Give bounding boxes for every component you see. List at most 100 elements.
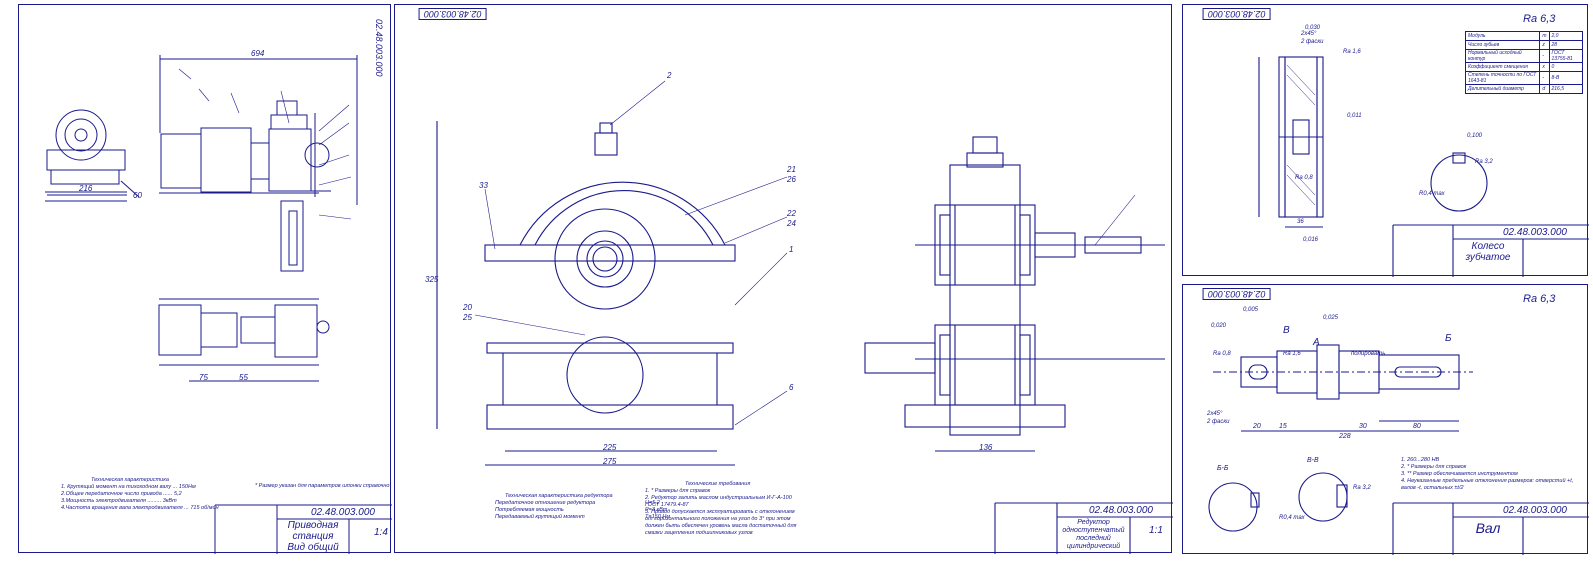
tolerance-0-025: 0,025 [1323,315,1339,321]
param-val: 8-В [1548,71,1583,85]
title-block-title: Приводная станция [287,520,339,542]
param-row: Степень точности по ГОСТ 1643-81-8-В [1464,71,1583,85]
section-title-bb: Б-Б [1217,465,1229,472]
section-title-vv: В-В [1307,457,1319,464]
dim-55: 55 [239,373,248,382]
callout-20: 20 [463,303,472,312]
req-heading: Технические требования [685,481,751,487]
general-view-drawing [45,55,392,554]
callout-33: 33 [479,181,488,190]
title-block-title: Редуктор [1077,519,1110,526]
dim-325: 325 [425,275,439,284]
roughness-0-8: Ra 0,8 [1213,351,1231,357]
callout-25: 25 [463,313,472,322]
gear-wheel-drawing [1258,56,1589,277]
callout-24: 24 [787,219,796,228]
req-line: должен быть обеспечен уровень масла дост… [645,523,797,529]
dim-228: 228 [1339,433,1351,440]
title-block-name: Вал [1453,521,1523,535]
gearbox-characteristics: Техническая характеристика редуктора Пер… [495,493,670,521]
title-block-title: Колесо [1471,241,1505,252]
dim-694: 694 [251,49,265,58]
title-block-name: Редуктор одноступенчатый последний цилин… [1057,519,1130,551]
param-sym: - [1539,49,1550,63]
param-val: 0 [1548,62,1583,72]
shaft-note-line: 1. 260...280 НВ [1401,457,1440,463]
char-value: T=150 Нм [645,514,671,520]
param-name: Модуль [1464,31,1541,41]
tech-line: 2.Общее передаточное число привода .....… [61,491,182,497]
roughness-1-6: Ra 1,6 [1343,49,1361,55]
param-name: Делительный диаметр [1464,84,1541,94]
param-val: 216,5 [1548,84,1583,94]
title-block-code: 02.48.003.000 [1503,227,1567,238]
param-val: 2,0 [1548,31,1583,41]
shaft-note-line: 2. * Размеры для справок [1401,464,1467,470]
tolerance-0-100: 0,100 [1467,133,1483,139]
char-value: P=3 кВт [645,507,668,513]
chamfer-count: 2 фаски [1207,419,1230,425]
tech-line: 1. Крутящий момент на тихоходном валу ..… [61,484,196,490]
tolerance-0-016: 0,016 [1303,237,1319,243]
roughness-0-8: Ra 0,8 [1295,175,1313,181]
title-block-code: 02.48.003.000 [1503,505,1567,516]
param-sym: z [1539,40,1550,50]
dim-225: 225 [603,443,617,452]
section-b-mark: Б [1445,333,1452,344]
roughness-mark: Ra 6,3 [1523,293,1556,305]
param-name: Коэффициент смещения [1464,62,1541,72]
param-sym: d [1539,84,1550,94]
dim-20: 20 [1253,423,1261,430]
tolerance-0-030: 0,030 [1305,25,1321,31]
callout-6: 6 [789,383,794,392]
callout-26: 26 [787,175,796,184]
dim-80: 80 [1413,423,1421,430]
shaft-note-line: 4. Неуказанные предельные отклонения раз… [1401,478,1574,484]
title-block-subtitle: одноступенчатый последний цилиндрический [1062,527,1125,550]
param-sym: x [1539,62,1550,72]
callout-2: 2 [667,71,672,80]
shaft-drawing [1208,344,1589,555]
char-heading: Техническая характеристика редуктора [505,493,613,499]
technical-requirements: Технические требования 1. * Размеры для … [645,481,797,537]
tolerance-0-020: 0,020 [1211,323,1227,329]
radius-note: R0,4 max [1419,191,1445,197]
title-block-subtitle: зубчатое [1465,252,1511,263]
sheet-shaft: 02.48.003.000 Ra 6,3 228 80 30 20 [1182,284,1589,555]
param-sym: m [1539,31,1550,41]
dim-15: 15 [1279,423,1287,430]
section-v-mark: В [1283,325,1290,336]
callout-22: 22 [787,209,796,218]
dim-75: 75 [199,373,208,382]
param-name: Степень точности по ГОСТ 1643-81 [1464,71,1541,85]
param-name: Нормальный исходный контур [1464,49,1541,63]
title-block-scale: 1:1 [1149,525,1163,536]
tolerance-0-005: 0,005 [1243,307,1259,313]
param-name: Число зубьев [1464,40,1541,50]
tech-characteristics: Техническая характеристика 1. Крутящий м… [61,477,219,512]
tolerance-0-011: 0,011 [1347,113,1362,119]
shaft-note-line: валов -t, остальных ±t/2 [1401,485,1464,491]
title-block-name: Приводная станция Вид общий [277,520,349,553]
shaft-note-line: 3. ** Размер обеспечивается инструментом [1401,471,1518,477]
dim-216: 216 [79,184,93,193]
chamfer-note: 2x45° [1207,411,1223,417]
param-row: Нормальный исходный контур-ГОСТ 13755-81 [1464,49,1583,63]
title-block-name: Колесо зубчатое [1453,241,1523,263]
title-block-code: 02.48.003.000 [1089,505,1153,516]
polish-note: полировать [1351,351,1386,357]
req-line: ГОСТ 17479.4-87 [645,502,689,508]
req-line: от горизонтального положения на угол до … [645,516,791,522]
section-a-mark: А [1313,337,1320,348]
roughness-1-6: Ra 1,6 [1283,351,1301,357]
sheet-gearbox: 02.48.003.000 [394,4,1173,554]
req-line: 3. Привод допускается эксплуатировать с … [645,509,795,515]
param-val: ГОСТ 13755-81 [1548,49,1583,63]
